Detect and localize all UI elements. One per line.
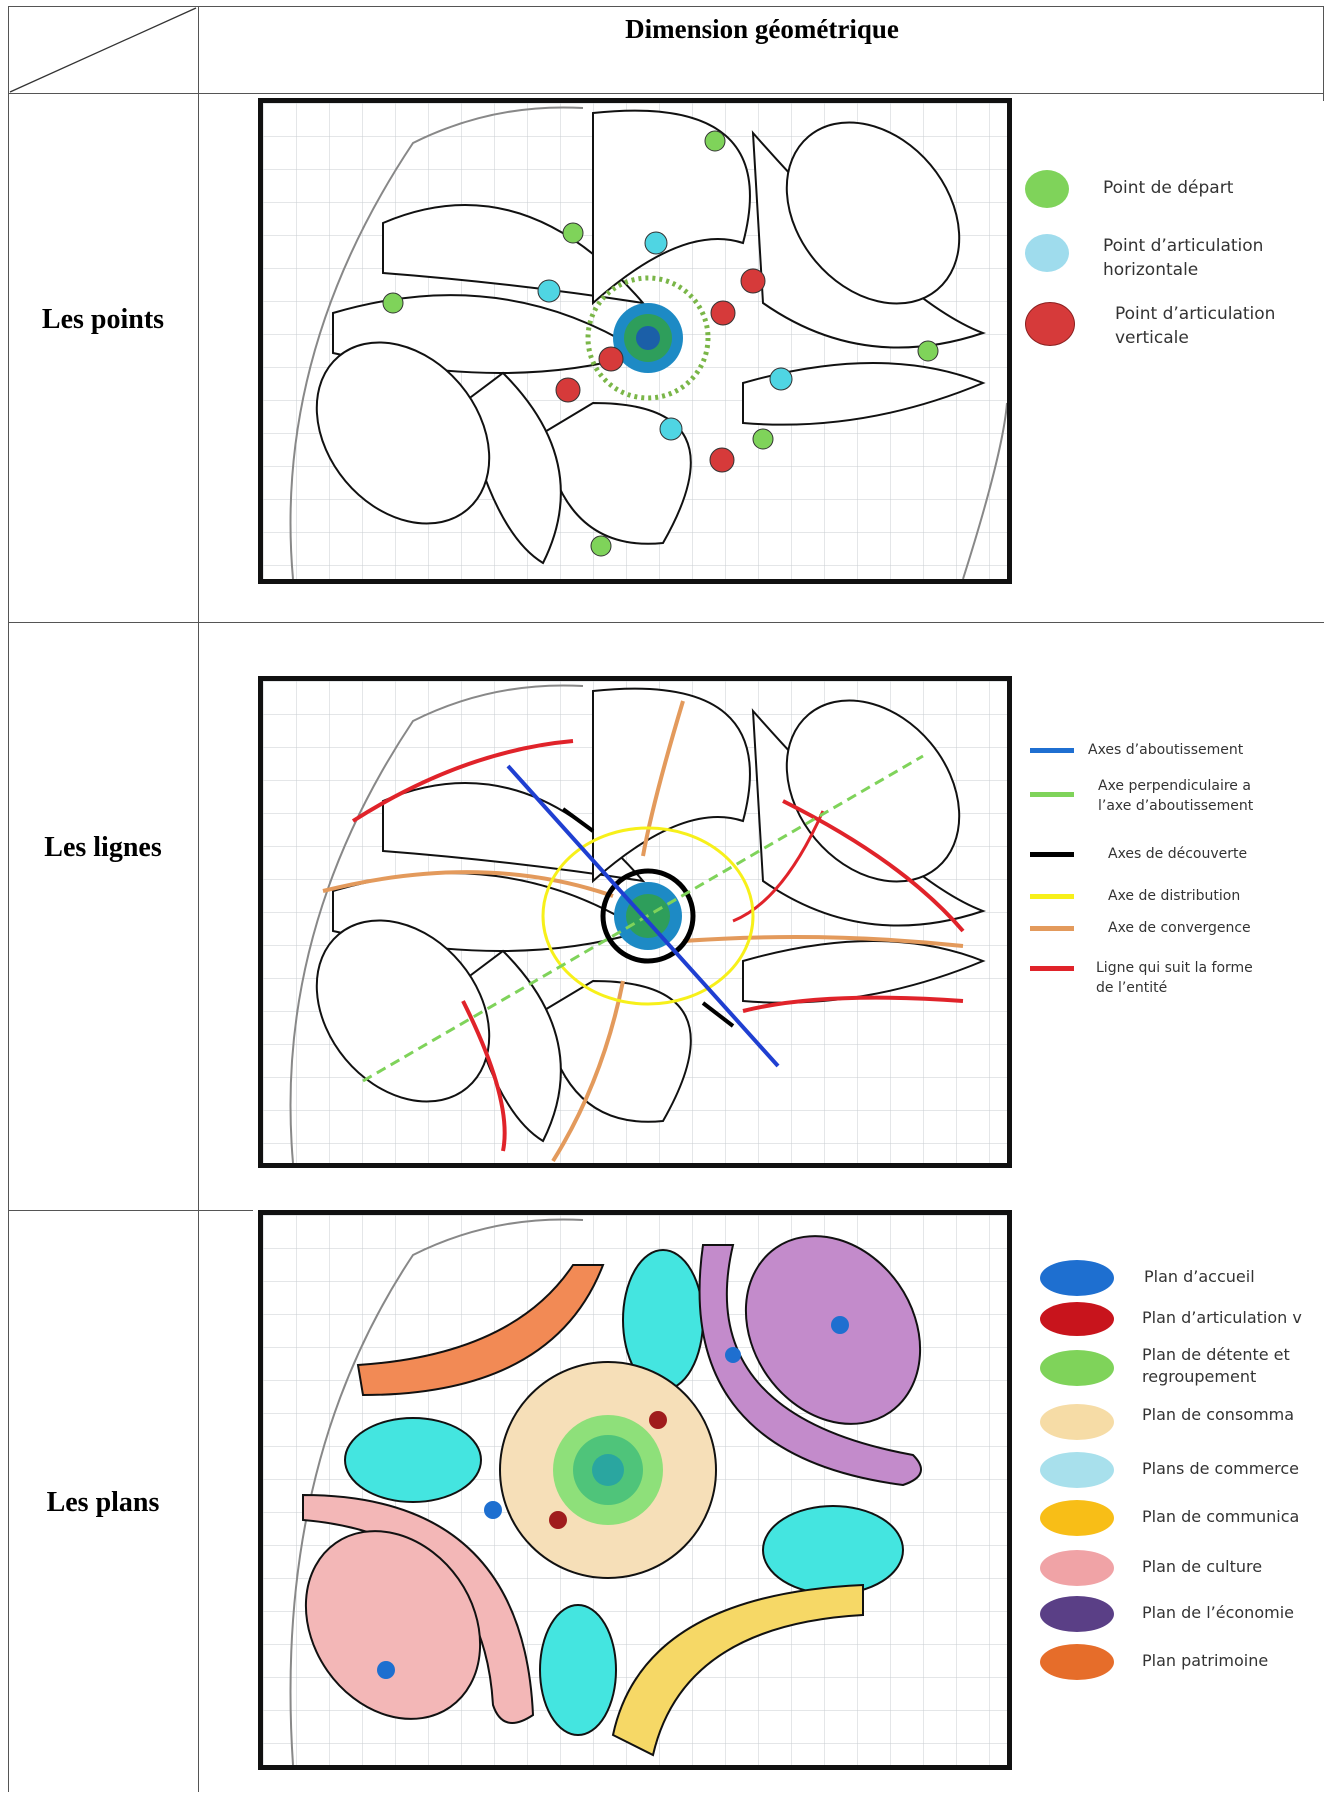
- horizontal-articulation-points: [537, 231, 793, 441]
- start-points: [382, 130, 939, 557]
- legend-item: Plan de consomma: [1040, 1404, 1294, 1440]
- site-plan-lignes-drawing: [263, 681, 1007, 1163]
- legend-swatch: [1025, 170, 1069, 208]
- legend-label: Plan de détente et regroupement: [1142, 1345, 1290, 1386]
- site-plan-points: [258, 98, 1012, 584]
- legend-label: Axes d’aboutissement: [1088, 742, 1244, 758]
- legend-lines: Axes d’aboutissement Axe perpendiculaire…: [1030, 740, 1328, 1030]
- legend-swatch: [1030, 894, 1074, 899]
- legend-swatch: [1040, 1500, 1114, 1536]
- legend-swatch: [1040, 1404, 1114, 1440]
- legend-item: Axes de découverte: [1030, 844, 1247, 864]
- legend-swatch: [1040, 1302, 1114, 1336]
- legend-item: Axes d’aboutissement: [1030, 740, 1243, 760]
- table-left-border: [8, 6, 9, 1792]
- site-plan-plans: [258, 1210, 1012, 1770]
- legend-item: Point d’articulation horizontale: [1025, 234, 1263, 282]
- row-label-lignes: Les lignes: [44, 832, 162, 863]
- legend-swatch: [1030, 966, 1074, 971]
- legend-swatch: [1040, 1260, 1114, 1296]
- legend-label: Plan patrimoine: [1142, 1651, 1269, 1670]
- legend-label: Point d’articulation horizontale: [1103, 236, 1264, 280]
- column-title: Dimension géométrique: [625, 14, 899, 44]
- legend-swatch: [1025, 234, 1069, 272]
- legend-label: Plan de consomma: [1142, 1405, 1295, 1424]
- legend-item: Plan de détente et regroupement: [1040, 1344, 1290, 1388]
- site-plan-plans-drawing: [263, 1215, 1007, 1765]
- legend-swatch: [1030, 792, 1074, 797]
- legend-item: Plan de l’économie: [1040, 1596, 1294, 1632]
- table-right-border: [1323, 6, 1324, 101]
- legend-plans: Plan d’accueil Plan d’articulation v Pla…: [1040, 1260, 1325, 1705]
- row-separator-1: [8, 622, 1324, 623]
- legend-swatch: [1040, 1596, 1114, 1632]
- legend-item: Point de départ: [1025, 170, 1233, 208]
- legend-item: Plan d’articulation v: [1040, 1302, 1302, 1336]
- site-plan-lignes: [258, 676, 1012, 1168]
- legend-label: Plan de culture: [1142, 1557, 1263, 1576]
- legend-label: Plan d’accueil: [1144, 1267, 1255, 1286]
- legend-item: Point d’articulation verticale: [1025, 302, 1275, 350]
- row-separator-2: [8, 1210, 253, 1211]
- vertical-articulation-points: [555, 268, 766, 473]
- legend-swatch: [1030, 748, 1074, 753]
- legend-item: Plan de communica: [1040, 1500, 1299, 1536]
- legend-item: Axe perpendiculaire a l’axe d’aboutissem…: [1030, 776, 1253, 816]
- legend-label: Axe de convergence: [1108, 920, 1251, 936]
- legend-swatch: [1040, 1452, 1114, 1488]
- header-separator: [8, 93, 1324, 94]
- legend-item: Axe de distribution: [1030, 886, 1240, 906]
- legend-swatch: [1030, 852, 1074, 857]
- legend-item: Axe de convergence: [1030, 918, 1251, 938]
- legend-item: Plans de commerce: [1040, 1452, 1299, 1488]
- legend-item: Ligne qui suit la forme de l’entité: [1030, 958, 1253, 998]
- legend-label: Plan de l’économie: [1142, 1603, 1294, 1622]
- legend-item: Plan de culture: [1040, 1550, 1262, 1586]
- legend-swatch: [1025, 302, 1075, 346]
- legend-label: Point de départ: [1103, 178, 1234, 198]
- header-corner-diagonal: [9, 7, 197, 93]
- legend-points: Point de départ Point d’articulation hor…: [1025, 170, 1325, 370]
- site-plan-points-drawing: [263, 103, 1007, 579]
- legend-label: Ligne qui suit la forme de l’entité: [1096, 960, 1253, 996]
- legend-swatch: [1030, 926, 1074, 931]
- legend-label: Axes de découverte: [1108, 846, 1248, 862]
- legend-label: Point d’articulation verticale: [1115, 304, 1276, 348]
- table-top-border: [8, 6, 1324, 7]
- legend-label: Plan d’articulation v: [1142, 1308, 1302, 1327]
- legend-swatch: [1040, 1350, 1114, 1386]
- legend-label: Axe de distribution: [1108, 888, 1241, 904]
- row-label-plans: Les plans: [46, 1487, 160, 1518]
- legend-label: Axe perpendiculaire a l’axe d’aboutissem…: [1098, 778, 1254, 814]
- column-separator: [198, 6, 199, 1792]
- legend-item: Plan patrimoine: [1040, 1644, 1268, 1680]
- legend-swatch: [1040, 1550, 1114, 1586]
- row-label-points: Les points: [41, 304, 165, 335]
- legend-label: Plans de commerce: [1142, 1459, 1300, 1478]
- legend-swatch: [1040, 1644, 1114, 1680]
- legend-label: Plan de communica: [1142, 1507, 1300, 1526]
- legend-item: Plan d’accueil: [1040, 1260, 1255, 1296]
